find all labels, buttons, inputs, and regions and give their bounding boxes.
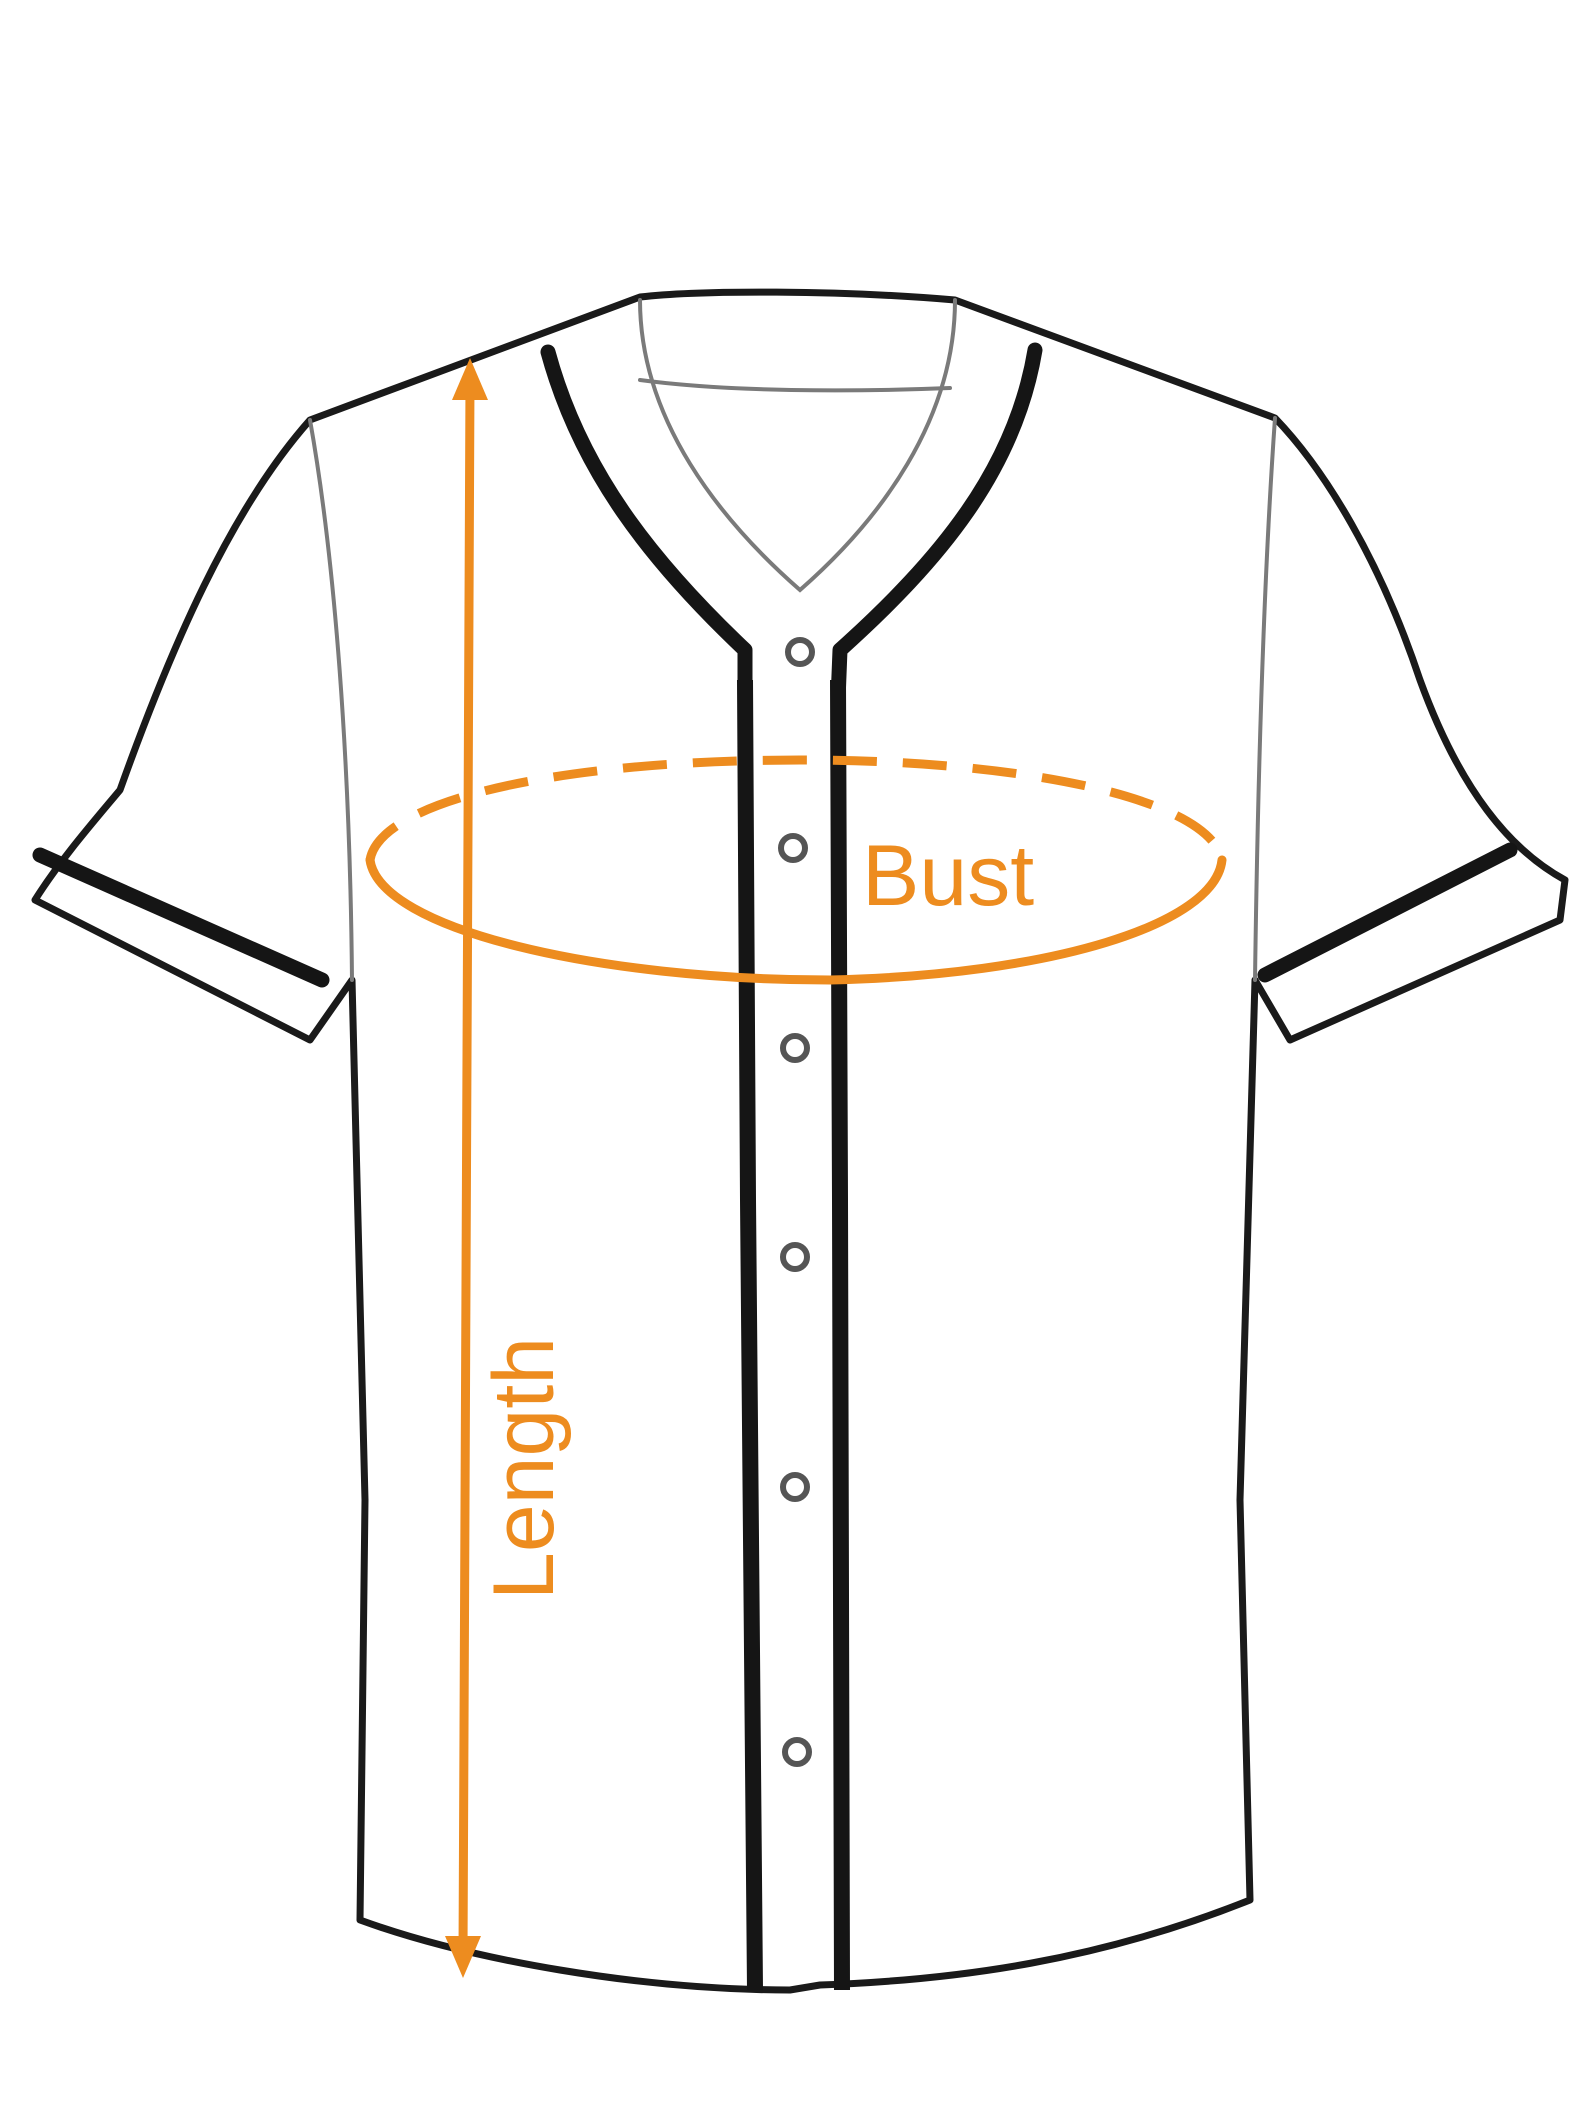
length-arrow-bottom-head bbox=[445, 1936, 481, 1978]
length-label: Length bbox=[476, 1337, 572, 1600]
button-6 bbox=[782, 1737, 812, 1767]
placket-left-line bbox=[737, 679, 763, 1991]
button-2 bbox=[778, 833, 808, 863]
button-3 bbox=[780, 1033, 810, 1063]
length-measurement: Length bbox=[445, 358, 572, 1978]
bust-ellipse-back-dashed bbox=[365, 755, 1227, 862]
right-sleeve-cuff-trim bbox=[1257, 842, 1518, 983]
length-arrow-top-head bbox=[452, 358, 488, 400]
baseball-jersey-icon bbox=[31, 288, 1569, 1994]
collar-trim-left bbox=[540, 344, 753, 708]
length-arrow-line bbox=[458, 375, 475, 1960]
inner-collar-line bbox=[638, 298, 957, 593]
back-neck-line bbox=[638, 378, 952, 393]
button-4 bbox=[780, 1242, 810, 1272]
button-5 bbox=[780, 1472, 810, 1502]
bust-label: Bust bbox=[862, 828, 1034, 924]
bust-measurement: Bust bbox=[365, 755, 1227, 985]
jersey-body-outline bbox=[31, 288, 1569, 1994]
button-1 bbox=[785, 637, 815, 667]
bust-ellipse-front bbox=[365, 855, 1227, 985]
left-shoulder-seam bbox=[308, 418, 354, 982]
left-sleeve-cuff-trim bbox=[32, 847, 330, 988]
right-shoulder-seam bbox=[1253, 416, 1277, 982]
placket-right-line bbox=[830, 679, 850, 1991]
collar-trim-right bbox=[830, 342, 1043, 708]
